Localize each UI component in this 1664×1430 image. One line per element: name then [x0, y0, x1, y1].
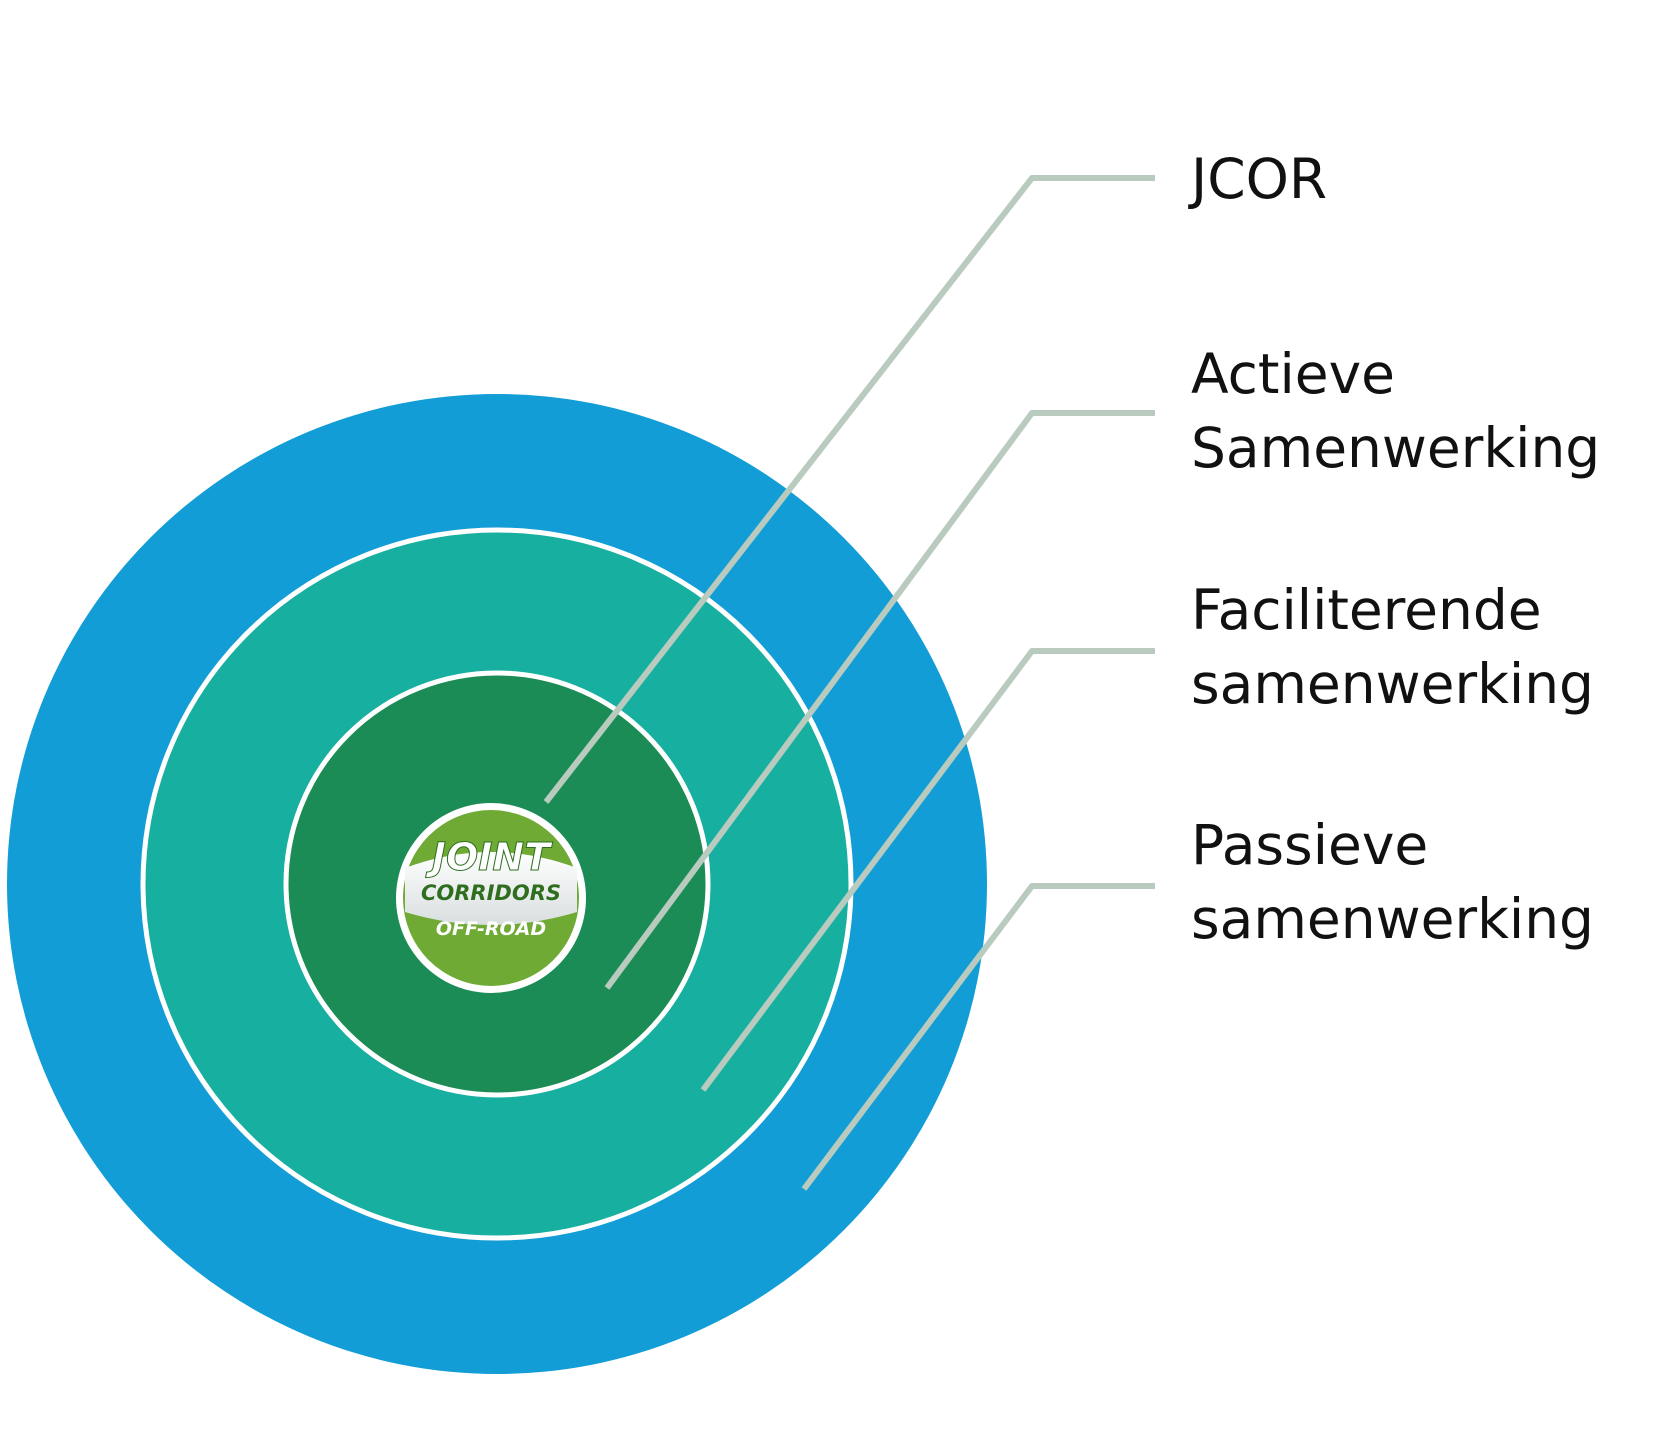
label-passieve-samenwerking: Passieve samenwerking — [1191, 808, 1594, 956]
logo-white-band — [405, 852, 577, 925]
label-facil-line1: Faciliterende — [1191, 578, 1542, 642]
label-facil-line2: samenwerking — [1191, 652, 1594, 716]
leader-line-actief — [604, 410, 1155, 990]
label-passief-line2: samenwerking — [1191, 887, 1594, 951]
leader-line-passief — [801, 883, 1155, 1191]
logo-text-joint: JOINT — [425, 835, 553, 879]
label-passief-line1: Passieve — [1191, 813, 1429, 877]
leader-line-facil — [700, 648, 1155, 1092]
label-jcor-line1: JCOR — [1191, 147, 1328, 211]
label-faciliterende-samenwerking: Faciliterende samenwerking — [1191, 573, 1594, 721]
label-actief-line1: Actieve — [1191, 342, 1395, 406]
joint-corridors-logo: JOINT CORRIDORS OFF-ROAD — [396, 803, 586, 993]
leader-line-jcor — [543, 175, 1155, 804]
label-jcor: JCOR — [1191, 142, 1327, 216]
label-actief-line2: Samenwerking — [1191, 416, 1601, 480]
logo-text-offroad: OFF-ROAD — [436, 918, 546, 940]
logo-text-corridors: CORRIDORS — [421, 881, 561, 905]
label-actieve-samenwerking: Actieve Samenwerking — [1191, 337, 1600, 485]
